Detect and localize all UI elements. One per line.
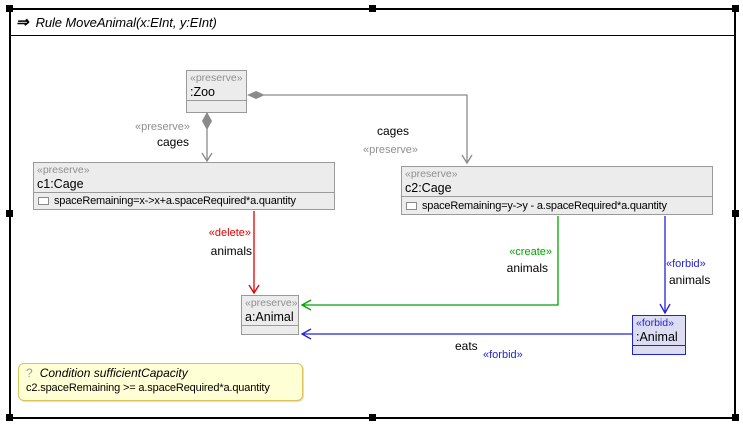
rule-title-text: Rule MoveAnimal(x:EInt, y:EInt) xyxy=(35,15,217,30)
selection-handle-top-right[interactable] xyxy=(732,5,739,12)
node-zoo-stereotype: «preserve» xyxy=(190,72,243,84)
node-c2-name: c2:Cage xyxy=(405,181,452,195)
node-a-animal-name: a:Animal xyxy=(245,310,294,324)
edge-forbid-animals-name-label[interactable]: animals xyxy=(669,273,711,287)
node-c1-cage[interactable]: «preserve» c1:Cage spaceRemaining=x->x+a… xyxy=(33,162,335,210)
selection-handle-bottom-right[interactable] xyxy=(732,414,739,421)
attribute-icon xyxy=(406,201,417,210)
node-a-animal-stereotype: «preserve» xyxy=(245,297,298,309)
node-zoo[interactable]: «preserve» :Zoo xyxy=(186,70,247,113)
node-c1-stereotype: «preserve» xyxy=(37,164,90,176)
node-c1-attribute-text: spaceRemaining=x->x+a.spaceRequired*a.qu… xyxy=(54,195,296,207)
selection-handle-bottom-middle[interactable] xyxy=(369,414,376,421)
node-zoo-compartment xyxy=(187,100,246,112)
node-forbid-animal-compartment xyxy=(633,345,685,354)
node-forbid-animal-stereotype: «forbid» xyxy=(636,317,674,329)
node-c1-name: c1:Cage xyxy=(37,177,84,191)
question-icon: ? xyxy=(26,366,33,380)
edge-zoo-c2-stereotype-label[interactable]: «preserve» xyxy=(363,144,419,156)
node-zoo-name: :Zoo xyxy=(190,85,216,99)
edge-delete-name-label[interactable]: animals xyxy=(210,244,252,258)
edge-delete-stereotype-label[interactable]: «delete» xyxy=(208,227,251,239)
node-a-animal-compartment xyxy=(242,325,298,334)
selection-handle-top-middle[interactable] xyxy=(369,5,376,12)
edge-zoo-c1-name-label[interactable]: cages xyxy=(156,135,189,149)
edge-eats-name-label[interactable]: eats xyxy=(455,339,478,353)
edge-zoo-c2-name-label[interactable]: cages xyxy=(377,124,410,138)
selection-handle-top-left[interactable] xyxy=(6,5,13,12)
selection-handle-bottom-left[interactable] xyxy=(6,414,13,421)
node-c2-stereotype: «preserve» xyxy=(405,168,458,180)
selection-handle-middle-right[interactable] xyxy=(732,210,739,217)
edge-zoo-c1-stereotype-label[interactable]: «preserve» xyxy=(134,121,190,133)
attribute-icon xyxy=(38,197,49,205)
edge-eats-stereotype-label[interactable]: «forbid» xyxy=(483,349,523,361)
node-c2-attribute-text: spaceRemaining=y->y - a.spaceRequired*a.… xyxy=(422,199,667,212)
condition-title: Condition sufficientCapacity xyxy=(39,366,188,380)
node-c1-attribute-row[interactable]: spaceRemaining=x->x+a.spaceRequired*a.qu… xyxy=(34,192,334,209)
rule-title-bar[interactable]: ⇒ Rule MoveAnimal(x:EInt, y:EInt) xyxy=(11,10,734,36)
node-forbid-animal-name: :Animal xyxy=(636,330,678,344)
rule-arrow-icon: ⇒ xyxy=(16,14,29,31)
condition-note[interactable]: ? Condition sufficientCapacity c2.spaceR… xyxy=(18,363,303,401)
node-c2-cage[interactable]: «preserve» c2:Cage spaceRemaining=y->y -… xyxy=(401,166,713,215)
edge-forbid-animals-stereotype-label[interactable]: «forbid» xyxy=(666,258,706,270)
node-forbid-animal[interactable]: «forbid» :Animal xyxy=(632,315,686,355)
node-a-animal[interactable]: «preserve» a:Animal xyxy=(241,295,299,335)
edge-create-stereotype-label[interactable]: «create» xyxy=(509,246,552,258)
node-c2-attribute-row[interactable]: spaceRemaining=y->y - a.spaceRequired*a.… xyxy=(402,196,712,214)
edge-create-name-label[interactable]: animals xyxy=(506,261,548,275)
condition-expression: c2.spaceRemaining >= a.spaceRequired*a.q… xyxy=(26,382,270,394)
selection-handle-middle-left[interactable] xyxy=(6,210,13,217)
